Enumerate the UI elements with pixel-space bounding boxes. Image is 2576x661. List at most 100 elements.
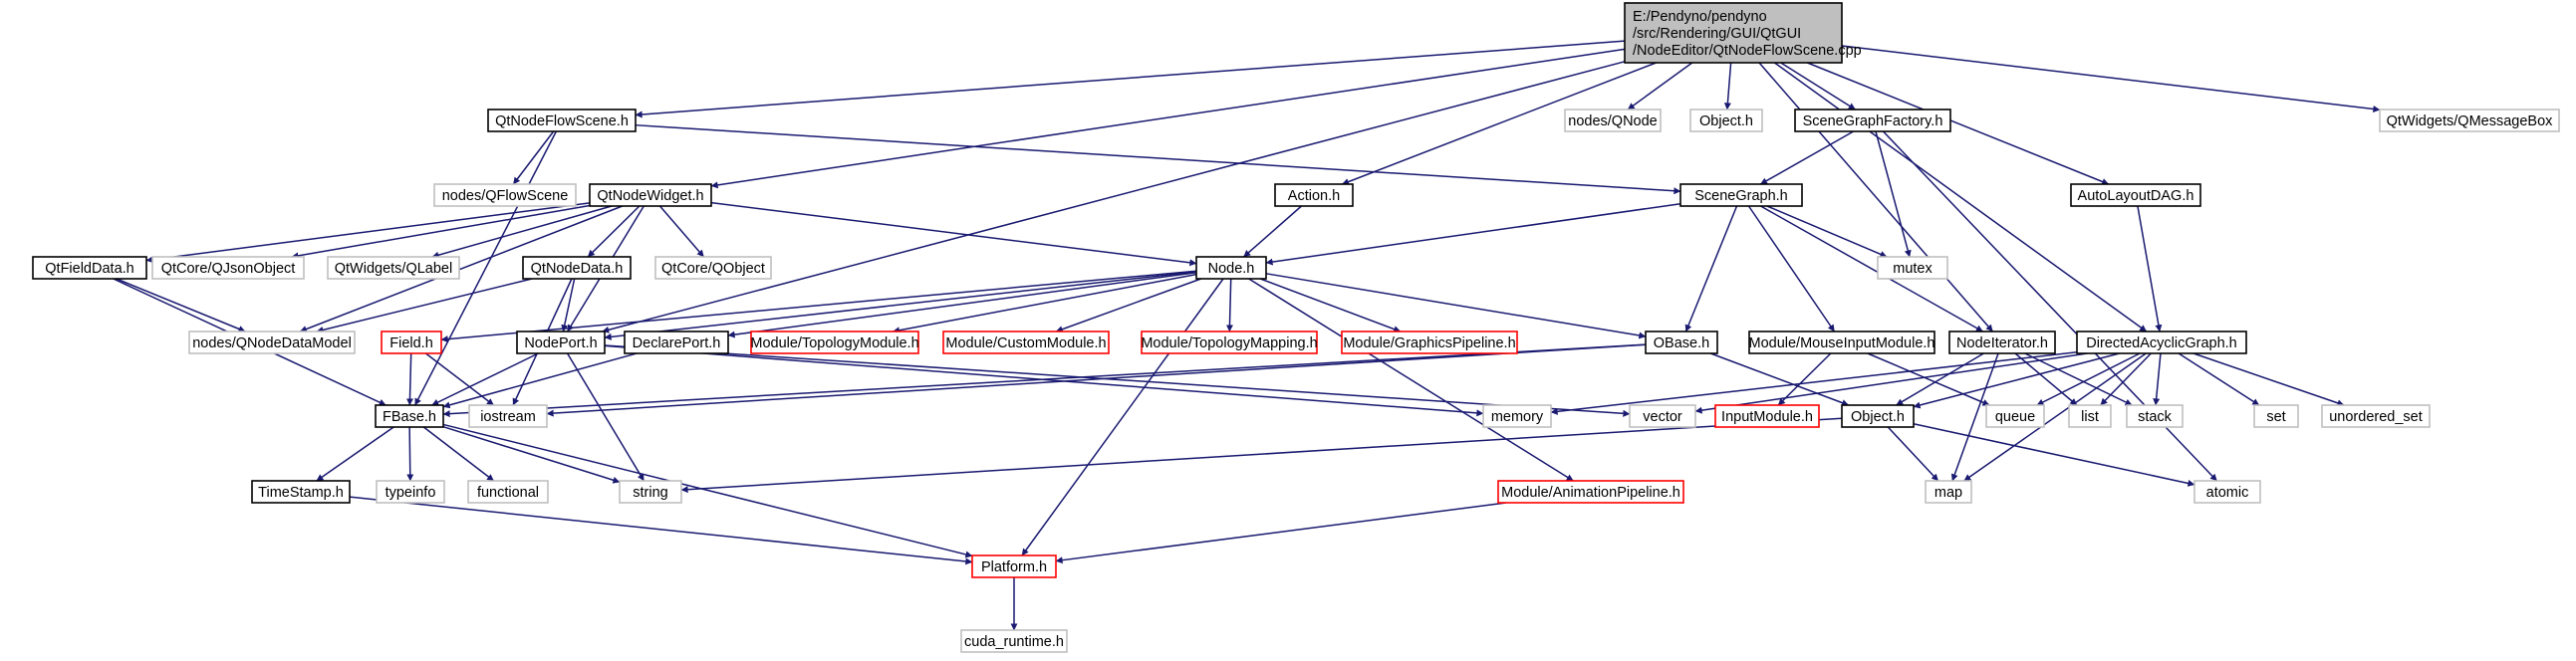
- node-platform_h[interactable]: Platform.h: [971, 554, 1057, 578]
- edge-mouseinputmodule_h-to-queue: [1867, 352, 1990, 406]
- node-box-scenegraphfactory_h: [1794, 109, 1951, 132]
- node-label-functional: functional: [477, 485, 539, 501]
- node-scenegraph_h[interactable]: SceneGraph.h: [1679, 183, 1803, 207]
- edge-qtfielddata_h-to-qnodedatamodel: [116, 278, 246, 332]
- node-label-nodeiterator_h: NodeIterator.h: [1956, 335, 2048, 351]
- node-box-qmessagebox: [2379, 109, 2560, 132]
- edge-scenegraphfactory_h-to-mutex: [1875, 130, 1912, 258]
- node-box-platform_h: [971, 554, 1057, 578]
- node-animationpipeline_h[interactable]: Module/AnimationPipeline.h: [1497, 480, 1684, 504]
- node-qtnodeflowscene_h[interactable]: QtNodeFlowScene.h: [487, 109, 637, 132]
- node-action_h[interactable]: Action.h: [1274, 183, 1354, 207]
- node-box-root: [1624, 2, 1843, 64]
- edge-field_h-to-fbase_h: [405, 352, 413, 406]
- node-label-vector: vector: [1643, 409, 1682, 425]
- node-box-nodeiterator_h: [1948, 330, 2056, 354]
- node-box-mouseinputmodule_h: [1748, 330, 1935, 354]
- node-obase_h[interactable]: OBase.h: [1645, 330, 1718, 354]
- node-label-platform_h: Platform.h: [981, 559, 1047, 575]
- node-list: list: [2068, 404, 2112, 428]
- node-fbase_h[interactable]: FBase.h: [375, 404, 444, 428]
- node-label-inputmodule_h: InputModule.h: [1721, 409, 1813, 425]
- node-graphicspipeline_h[interactable]: Module/GraphicsPipeline.h: [1341, 330, 1518, 354]
- node-topologymodule_h[interactable]: Module/TopologyModule.h: [750, 330, 919, 354]
- edge-qtnodewidget_h-to-qjsonobject: [291, 204, 591, 260]
- node-box-functional: [467, 480, 549, 504]
- node-label-qtnodewidget_h: QtNodeWidget.h: [597, 188, 703, 204]
- node-label-qobject: QtCore/QObject: [661, 261, 765, 277]
- edge-directedacyclicgraph_h-to-object_h: [1913, 352, 2120, 409]
- node-box-qtnodedata_h: [522, 256, 632, 280]
- edge-nodeport_h-to-vector: [604, 344, 1631, 417]
- node-qobject: QtCore/QObject: [654, 256, 772, 280]
- node-mouseinputmodule_h[interactable]: Module/MouseInputModule.h: [1748, 330, 1935, 354]
- node-custommodule_h[interactable]: Module/CustomModule.h: [942, 330, 1110, 354]
- node-label-qmessagebox: QtWidgets/QMessageBox: [2387, 113, 2554, 129]
- node-qtnodedata_h[interactable]: QtNodeData.h: [522, 256, 632, 280]
- node-label-root-line-3: /NodeEditor/QtNodeFlowScene.cpp: [1633, 43, 1862, 59]
- edge-fbase_h-to-string: [442, 425, 621, 484]
- edge-directedacyclicgraph_h-to-map: [1963, 352, 2147, 482]
- node-node_h[interactable]: Node.h: [1195, 256, 1267, 280]
- node-inputmodule_h[interactable]: InputModule.h: [1714, 404, 1820, 428]
- node-label-obase_h: OBase.h: [1654, 335, 1709, 351]
- node-label-map: map: [1934, 485, 1962, 501]
- edge-node_h-to-topologymapping_h: [1225, 278, 1233, 332]
- node-box-field_h: [381, 330, 442, 354]
- node-label-mouseinputmodule_h: Module/MouseInputModule.h: [1748, 335, 1934, 351]
- edge-nodeport_h-to-string: [566, 352, 645, 482]
- node-field_h[interactable]: Field.h: [381, 330, 442, 354]
- node-declareport_h[interactable]: DeclarePort.h: [624, 330, 729, 354]
- node-qtfielddata_h[interactable]: QtFieldData.h: [32, 256, 147, 280]
- node-box-mutex: [1877, 256, 1948, 280]
- edge-obase_h-to-iostream: [546, 343, 1647, 417]
- node-root[interactable]: E:/Pendyno/pendyno/src/Rendering/GUI/QtG…: [1624, 2, 1862, 64]
- node-qtnodewidget_h[interactable]: QtNodeWidget.h: [589, 183, 712, 207]
- node-label-cuda_runtime_h: cuda_runtime.h: [964, 634, 1064, 650]
- edge-node_h-to-obase_h: [1265, 273, 1647, 339]
- node-label-unordered_set: unordered_set: [2329, 409, 2423, 425]
- node-label-qtnodedata_h: QtNodeData.h: [531, 261, 624, 277]
- node-box-custommodule_h: [942, 330, 1110, 354]
- node-label-object_h: Object.h: [1851, 409, 1905, 425]
- node-label-root-line-1: E:/Pendyno/pendyno: [1633, 9, 1767, 25]
- edge-layer: [113, 40, 2381, 631]
- edge-node_h-to-custommodule_h: [1055, 278, 1202, 333]
- node-box-unordered_set: [2321, 404, 2431, 428]
- edge-qtnodewidget_h-to-qtfielddata_h: [145, 202, 591, 264]
- node-label-animationpipeline_h: Module/AnimationPipeline.h: [1501, 485, 1680, 501]
- node-scenegraphfactory_h[interactable]: SceneGraphFactory.h: [1794, 109, 1951, 132]
- node-layer: E:/Pendyno/pendyno/src/Rendering/GUI/QtG…: [32, 2, 2560, 653]
- node-qmessagebox: QtWidgets/QMessageBox: [2379, 109, 2560, 132]
- node-iostream: iostream: [468, 404, 548, 428]
- edge-root-to-qtnodeflowscene_h: [635, 40, 1626, 118]
- edge-qtnodewidget_h-to-qtnodedata_h: [587, 205, 641, 258]
- edge-root-to-autolayoutdag_h: [1807, 62, 2110, 185]
- node-box-atomic: [2193, 480, 2261, 504]
- node-label-field_h: Field.h: [389, 335, 433, 351]
- edge-node_h-to-declareport_h: [727, 271, 1197, 338]
- edge-nodeiterator_h-to-stack: [2024, 352, 2133, 406]
- node-label-autolayoutdag_h: AutoLayoutDAG.h: [2078, 188, 2194, 204]
- node-directedacyclicgraph_h[interactable]: DirectedAcyclicGraph.h: [2076, 330, 2247, 354]
- node-object_h[interactable]: Object.h: [1841, 404, 1915, 428]
- node-label-typeinfo: typeinfo: [386, 485, 436, 501]
- edge-qtnodeflowscene_h-to-nodes_qflowscene: [512, 130, 555, 185]
- node-box-topologymapping_h: [1141, 330, 1318, 354]
- node-nodeport_h[interactable]: NodePort.h: [516, 330, 606, 354]
- node-box-timestamp_h: [251, 480, 351, 504]
- node-nodeiterator_h[interactable]: NodeIterator.h: [1948, 330, 2056, 354]
- edge-node_h-to-topologymodule_h: [893, 273, 1197, 334]
- node-cuda_runtime_h: cuda_runtime.h: [960, 629, 1068, 653]
- node-topologymapping_h[interactable]: Module/TopologyMapping.h: [1141, 330, 1318, 354]
- node-timestamp_h[interactable]: TimeStamp.h: [251, 480, 351, 504]
- edge-scenegraph_h-to-mouseinputmodule_h: [1747, 205, 1836, 332]
- edge-qtnodewidget_h-to-qlabel: [431, 205, 613, 259]
- node-typeinfo: typeinfo: [376, 480, 445, 504]
- edge-node_h-to-platform_h: [1021, 278, 1224, 556]
- node-stack: stack: [2126, 404, 2184, 428]
- node-label-topologymodule_h: Module/TopologyModule.h: [750, 335, 918, 351]
- node-box-iostream: [468, 404, 548, 428]
- node-autolayoutdag_h[interactable]: AutoLayoutDAG.h: [2070, 183, 2201, 207]
